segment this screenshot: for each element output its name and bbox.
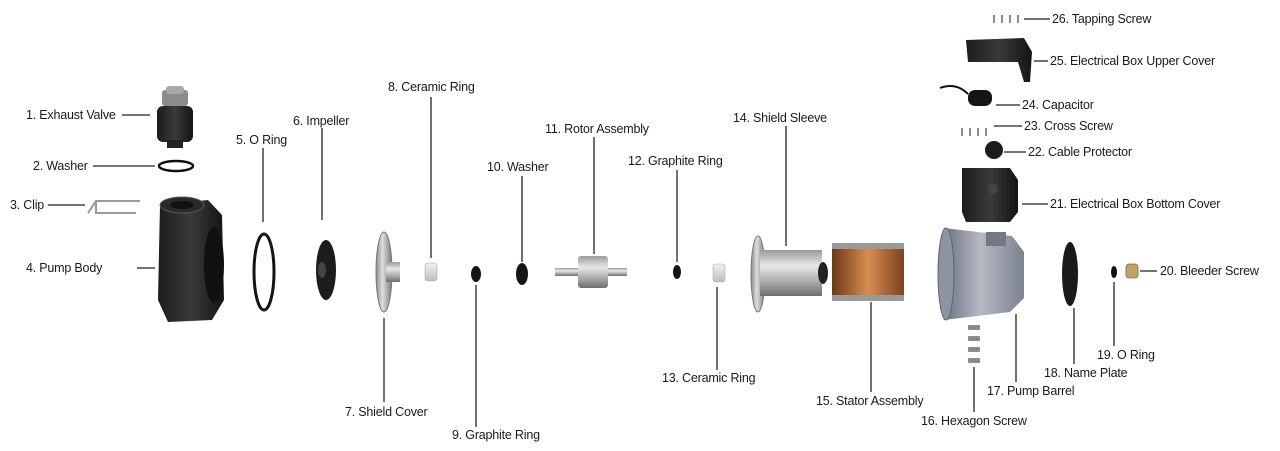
- impeller-part: [316, 240, 336, 300]
- electrical-box-upper-cover-part: [966, 38, 1032, 82]
- label-washer-2: 2. Washer: [33, 159, 88, 173]
- name-plate-part: [1062, 242, 1078, 306]
- pump-body-part: [158, 196, 224, 322]
- o-ring-5-part: [252, 232, 276, 312]
- ceramic-ring-8-part: [424, 262, 438, 282]
- washer-2-part: [157, 159, 195, 173]
- washer-10-part: [516, 263, 528, 285]
- label-stator-assembly: 15. Stator Assembly: [816, 394, 924, 408]
- label-cable-protector: 22. Cable Protector: [1028, 145, 1132, 159]
- pump-barrel-part: [937, 227, 1024, 321]
- shield-cover-part: [375, 231, 400, 313]
- label-clip: 3. Clip: [10, 198, 45, 212]
- clip-part: [87, 200, 140, 214]
- label-washer-10: 10. Washer: [487, 160, 549, 174]
- o-ring-19-part: [1111, 266, 1117, 278]
- label-ceramic-ring-8: 8. Ceramic Ring: [388, 80, 475, 94]
- label-electrical-box-bottom-cover: 21. Electrical Box Bottom Cover: [1050, 197, 1221, 211]
- graphite-ring-12-part: [673, 265, 681, 279]
- shield-sleeve-part: [750, 235, 828, 313]
- capacitor-part: [939, 85, 992, 106]
- label-cross-screw: 23. Cross Screw: [1024, 119, 1113, 133]
- label-pump-barrel: 17. Pump Barrel: [987, 384, 1075, 398]
- ceramic-ring-13-part: [712, 263, 726, 283]
- label-electrical-box-upper-cover: 25. Electrical Box Upper Cover: [1050, 54, 1215, 68]
- label-name-plate: 18. Name Plate: [1044, 366, 1128, 380]
- label-bleeder-screw: 20. Bleeder Screw: [1160, 264, 1259, 278]
- hexagon-screw-part: [968, 325, 980, 363]
- leader-lines: [48, 18, 1157, 427]
- tapping-screw-part: [993, 15, 1019, 23]
- label-shield-cover: 7. Shield Cover: [345, 405, 428, 419]
- graphite-ring-9-part: [471, 266, 481, 282]
- label-exhaust-valve: 1. Exhaust Valve: [26, 108, 116, 122]
- label-shield-sleeve: 14. Shield Sleeve: [733, 111, 827, 125]
- label-capacitor: 24. Capacitor: [1022, 98, 1094, 112]
- label-hexagon-screw: 16. Hexagon Screw: [921, 414, 1027, 428]
- label-impeller: 6. Impeller: [293, 114, 350, 128]
- cable-protector-part: [985, 141, 1003, 159]
- rotor-assembly-part: [555, 256, 627, 288]
- label-rotor-assembly: 11. Rotor Assembly: [545, 122, 649, 136]
- label-graphite-ring-12: 12. Graphite Ring: [628, 154, 723, 168]
- bleeder-screw-part: [1125, 263, 1139, 279]
- label-graphite-ring-9: 9. Graphite Ring: [452, 428, 540, 442]
- label-pump-body: 4. Pump Body: [26, 261, 103, 275]
- electrical-box-bottom-cover-part: [962, 168, 1018, 222]
- cross-screw-part: [961, 128, 987, 136]
- label-ceramic-ring-13: 13. Ceramic Ring: [662, 371, 756, 385]
- label-tapping-screw: 26. Tapping Screw: [1052, 12, 1152, 26]
- label-o-ring-19: 19. O Ring: [1097, 348, 1155, 362]
- stator-assembly-part: [832, 243, 904, 301]
- label-o-ring-5: 5. O Ring: [236, 133, 288, 147]
- exhaust-valve-part: [157, 86, 193, 148]
